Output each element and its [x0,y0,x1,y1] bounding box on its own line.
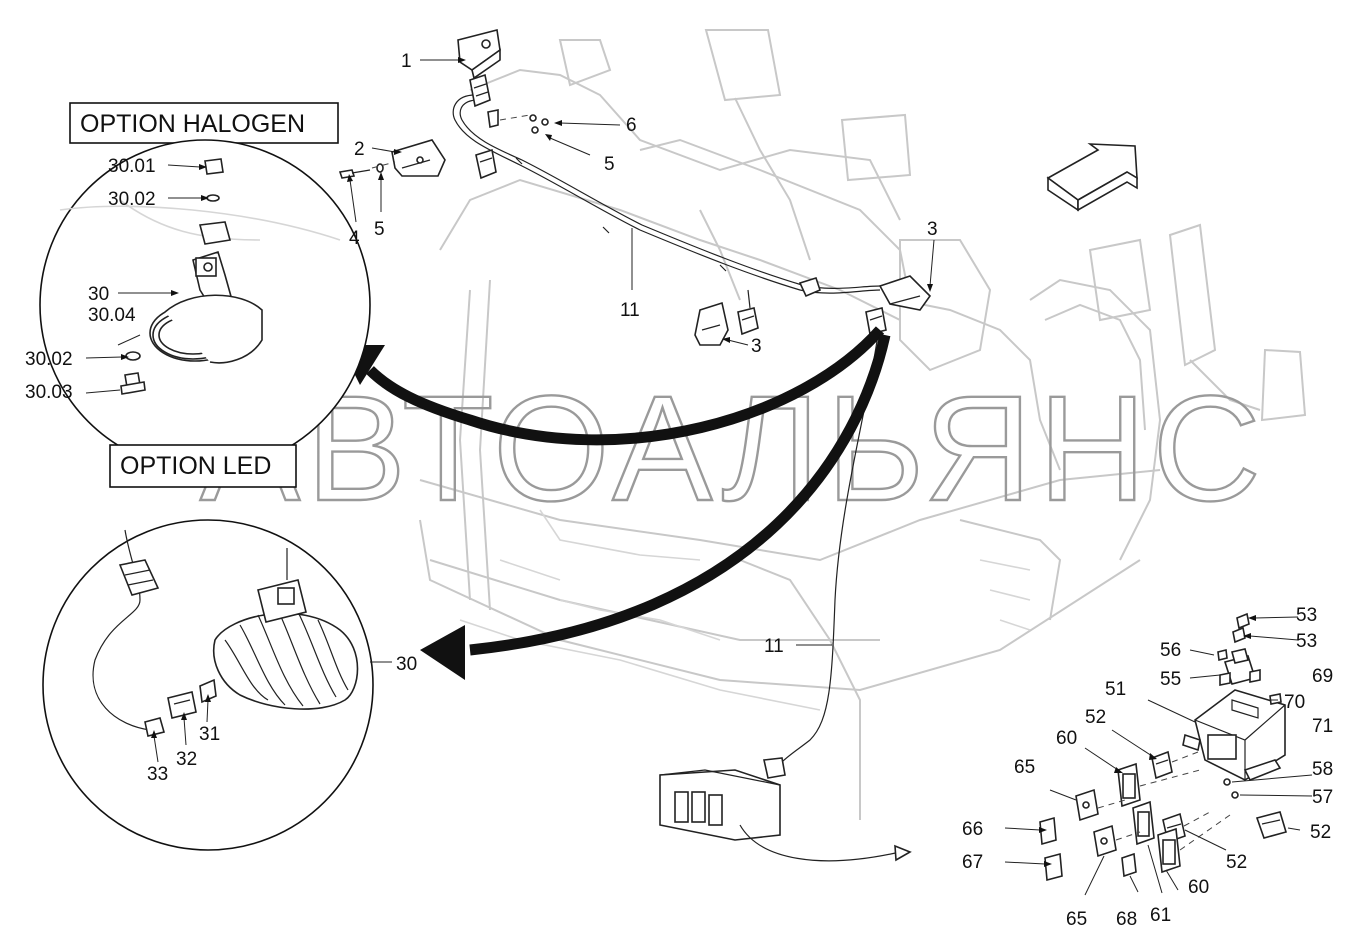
callout-30-01: 30.01 [108,156,156,177]
switch-65-top [1075,788,1099,822]
callout-60-bottom: 60 [1188,877,1209,898]
callout-30-02-bottom: 30.02 [25,349,73,370]
connector-left [475,148,497,180]
callout-69: 69 [1312,666,1333,687]
bracket-part-3-lower [694,301,729,346]
callout-32: 32 [176,749,197,770]
callout-65-top: 65 [1014,757,1035,778]
callout-65-bottom: 65 [1066,909,1087,930]
connector-52-top [1151,750,1173,780]
option-led-box [109,444,297,488]
callout-57: 57 [1312,787,1333,808]
bracket-part-2 [391,139,446,177]
blank-cover-68 [1121,852,1137,878]
switch-frame-60-bottom [1157,827,1181,874]
switch-panel-box [659,757,786,841]
callout-5-top: 5 [604,154,615,175]
callout-33: 33 [147,764,168,785]
callout-66: 66 [962,819,983,840]
callout-67: 67 [962,852,983,873]
callout-30-04: 30.04 [88,305,136,326]
callout-58: 58 [1312,759,1333,780]
switch-cover-66 [1039,816,1057,846]
callout-52-bottom: 52 [1226,852,1247,873]
callout-11-top: 11 [620,300,640,321]
fuse-53-b [1232,626,1246,644]
callout-52-top: 52 [1085,707,1106,728]
callout-68: 68 [1116,909,1137,930]
pointer-arrow-led [420,333,891,680]
callout-5-left: 5 [374,219,385,240]
nut-58 [1223,778,1231,786]
callout-70: 70 [1284,692,1305,713]
callout-30-led: 30 [396,654,417,675]
switch-frame-61 [1132,800,1155,846]
callout-53-bottom: 53 [1296,631,1317,652]
relay-55 [1219,648,1261,686]
connector-right [865,307,887,335]
watermark-text: АВТОАЛЬЯНС [200,364,1267,532]
callout-3-right: 3 [927,219,938,240]
callout-2: 2 [354,139,365,160]
callout-6: 6 [626,115,637,136]
screw-69-70-71 [1269,693,1282,705]
direction-arrow-icon [1046,143,1138,212]
connector-top [469,73,491,108]
callout-30-02-top: 30.02 [108,189,156,210]
switch-frame-60-top [1117,762,1141,808]
callout-31: 31 [199,724,220,745]
hardware-5-6 [487,109,549,134]
clip-on-harness [798,277,821,298]
callout-51: 51 [1105,679,1126,700]
fuse-53-a [1236,612,1250,630]
connector-52-right [1255,811,1288,839]
screw-56 [1217,649,1228,661]
callout-1: 1 [401,51,412,72]
bolt-4 [338,169,371,179]
callout-4: 4 [349,228,360,249]
flow-arrow [739,824,901,862]
flow-arrow-head [894,844,912,862]
callout-55: 55 [1160,669,1181,690]
option-led-label: OPTION LED [120,452,271,480]
switch-cover-67 [1044,852,1063,882]
leader-lines [85,57,1313,896]
washer-57 [1231,791,1239,799]
connector-middle [737,289,759,336]
option-halogen-box [69,102,339,144]
switch-65-bottom [1093,824,1117,858]
callout-53-top: 53 [1296,605,1317,626]
callout-71: 71 [1312,716,1333,737]
washer-5-left [376,163,384,173]
callout-30-03: 30.03 [25,382,73,403]
bracket-part-3-right [878,275,932,311]
callout-60-top: 60 [1056,728,1077,749]
option-halogen-group: OPTION HALOGEN [39,102,371,471]
bracket-part-1 [457,29,501,80]
callout-3-lower: 3 [751,336,762,357]
callout-labels: 1 2 6 5 4 5 3 3 11 11 30.01 30.02 30 30.… [25,51,1333,930]
callout-11-bottom: 11 [764,636,784,657]
callout-30-halogen: 30 [88,284,109,305]
callout-52-right: 52 [1310,822,1331,843]
option-led-group: OPTION LED [42,444,374,851]
callout-56: 56 [1160,640,1181,661]
option-halogen-label: OPTION HALOGEN [80,110,305,138]
relay-bracket-51 [1182,689,1286,782]
callout-61: 61 [1150,905,1171,926]
